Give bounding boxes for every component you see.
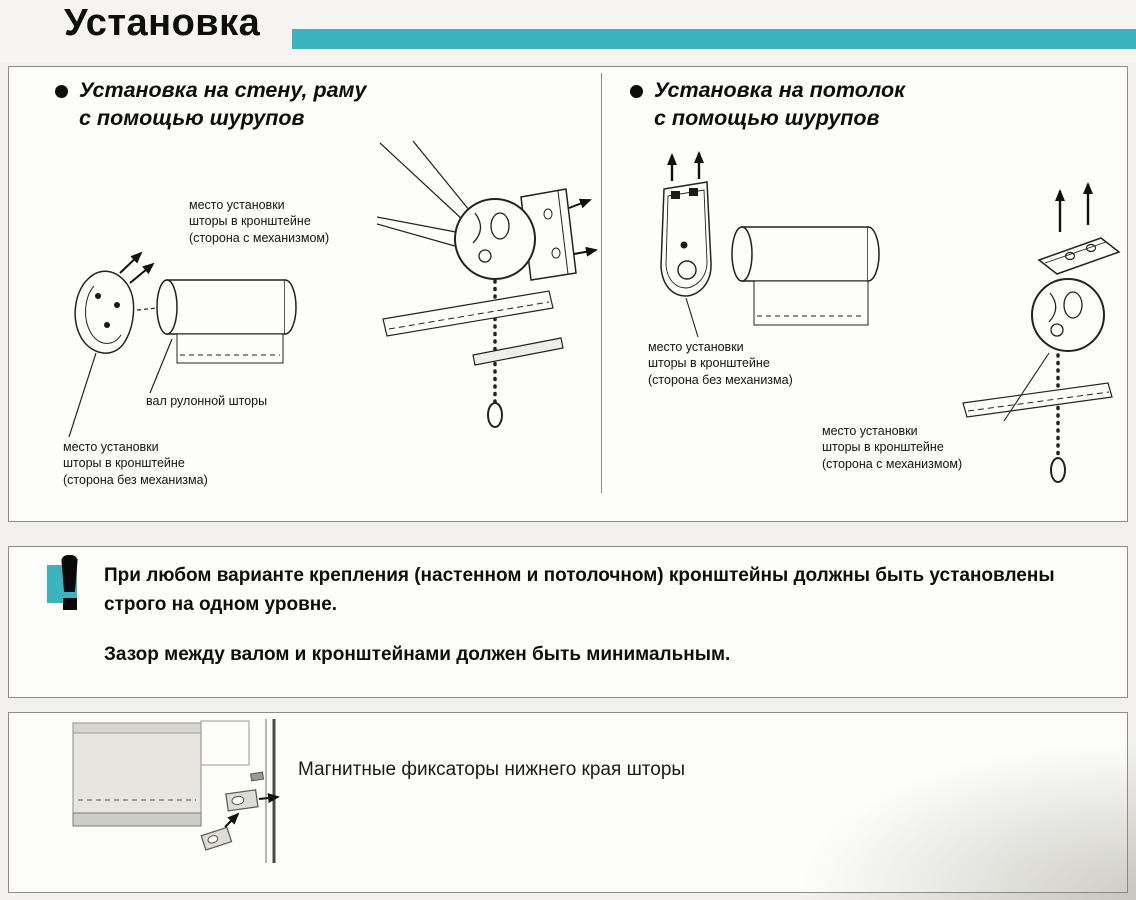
label-wall-mechanism-side: место установки шторы в кронштейне (стор… [189,198,330,245]
panel-divider [601,73,602,493]
ceiling-heading-text: Установка на потолок с помощью шурупов [654,77,905,133]
wall-heading: Установка на стену, раму с помощью шуруп… [55,77,366,133]
label-ceiling-no-mechanism-side: место установки шторы в кронштейне (стор… [648,340,793,387]
ceiling-diagram-svg [660,151,1121,483]
page-title: Установка [64,2,261,44]
installation-panels-section: Установка на стену, раму с помощью шуруп… [8,66,1128,522]
exclamation-dot [63,598,77,610]
bullet-icon [630,85,643,98]
wall-diagram-svg [68,140,598,438]
wall-heading-line2: с помощью шурупов [79,105,305,130]
magnetic-diagram-svg [72,719,280,863]
panel-ceiling-installation: Установка на потолок с помощью шурупов [602,67,1127,521]
label-roller-shaft: вал рулонной шторы [146,394,268,408]
wall-heading-text: Установка на стену, раму с помощью шуруп… [79,77,366,133]
exclamation-bar [61,555,78,592]
warning-text-gap: Зазор между валом и кронштейнами должен … [104,644,731,665]
magnetic-fixators-caption: Магнитные фиксаторы нижнего края шторы [298,759,686,780]
ceiling-heading-line1: Установка на потолок [654,78,905,102]
warning-texts: При любом варианте крепления (настенном … [104,562,1109,670]
ceiling-heading-line2: с помощью шурупов [654,105,880,130]
label-ceiling-mechanism-side: место установки шторы в кронштейне (стор… [822,424,963,471]
page-header: Установка [0,0,1136,62]
panel-wall-installation: Установка на стену, раму с помощью шуруп… [9,67,601,521]
bullet-icon [55,85,68,98]
exclamation-icon [47,555,93,617]
label-wall-no-mechanism-side: место установки шторы в кронштейне (стор… [63,440,208,487]
magnetic-fixators-section: Магнитные фиксаторы нижнего края шторы [8,712,1128,893]
ceiling-heading: Установка на потолок с помощью шурупов [630,77,905,133]
warning-section: При любом варианте крепления (настенном … [8,546,1128,698]
header-accent-bar [292,29,1136,49]
warning-text-level: При любом варианте крепления (настенном … [104,565,1055,615]
wall-heading-line1: Установка на стену, раму [79,78,367,102]
